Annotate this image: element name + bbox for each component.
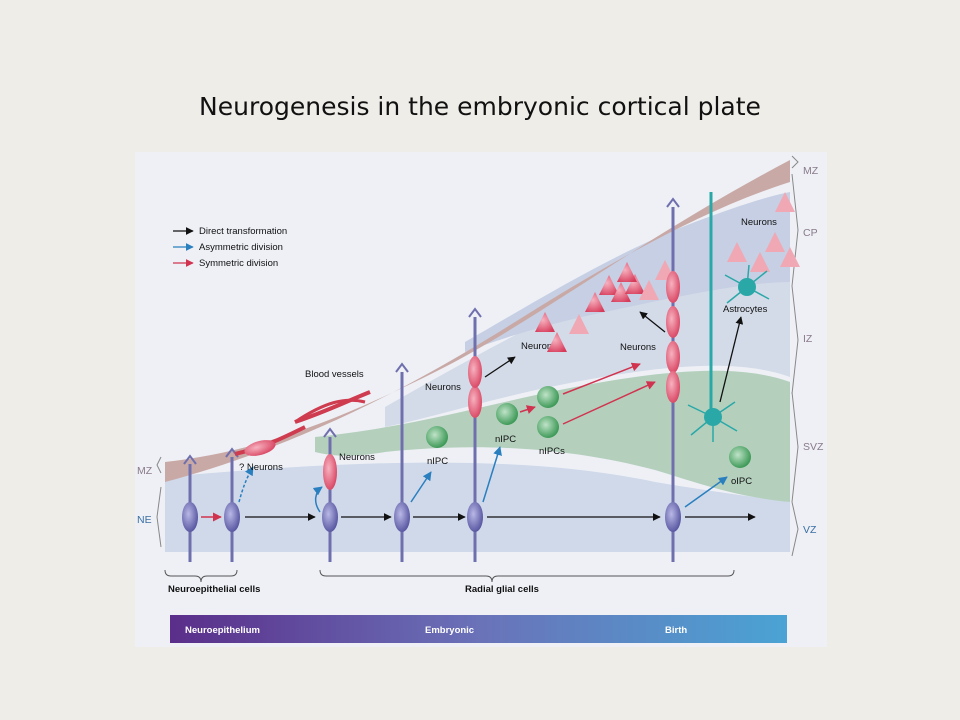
label-blood-vessels: Blood vessels (305, 369, 364, 380)
nipcs-cell-1 (537, 386, 559, 408)
radial-glial-cell-4 (665, 197, 681, 562)
brace-radial-glial (319, 569, 735, 583)
zone-left-mz: MZ (137, 465, 153, 477)
label-nipc-2: nIPC (495, 434, 516, 445)
arrow-rg3-nipc (482, 446, 502, 503)
label-neurons-4: Neurons (620, 342, 656, 353)
timeline-embryonic: Embryonic (425, 625, 474, 636)
legend-symmetric-label: Symmetric division (199, 258, 278, 269)
arrow-nipcs-neurons-1 (562, 362, 641, 395)
neurogenesis-figure: MZ NE MZ CP IZ SVZ VZ Direct transformat… (135, 152, 827, 647)
timeline-bar (170, 615, 787, 643)
arrow-rg1-asym (312, 486, 323, 513)
brace-neuroepithelial (164, 569, 238, 583)
arrow-nipcs-neurons-2 (562, 381, 656, 425)
label-q-neurons: ? Neurons (239, 462, 283, 473)
left-brackets (156, 456, 162, 548)
nipc-cell-1 (426, 426, 448, 448)
label-neuroepithelial: Neuroepithelial cells (168, 584, 260, 595)
zone-svz: SVZ (803, 441, 824, 453)
label-neurons-1: Neurons (339, 452, 375, 463)
zone-vz: VZ (803, 524, 817, 536)
arrow-ne-neurons-dashed (238, 466, 254, 503)
cp-neurons (535, 192, 800, 352)
arrow-nipc-sym (519, 405, 536, 414)
arrow-rg2-nipc (410, 471, 432, 503)
label-nipcs: nIPCs (539, 446, 565, 457)
nipcs-cell-2 (537, 416, 559, 438)
radial-glial-cell-3 (467, 307, 483, 562)
arrow-rg3-neurons (484, 356, 516, 378)
label-oipc: oIPC (731, 476, 752, 487)
label-neurons-2: Neurons (425, 382, 461, 393)
neuroepithelial-cell-1 (182, 454, 198, 562)
zone-mz: MZ (803, 165, 819, 177)
legend-asymmetric-label: Asymmetric division (199, 242, 283, 253)
iz-band (385, 252, 790, 427)
astrocyte-2 (687, 401, 738, 442)
arrow-rg4-neurons (639, 311, 666, 333)
label-neurons-5: Neurons (741, 217, 777, 228)
timeline-birth: Birth (665, 625, 687, 636)
zone-cp: CP (803, 227, 818, 239)
label-nipc-1: nIPC (427, 456, 448, 467)
legend: Direct transformation Asymmetric divisio… (173, 226, 287, 269)
timeline-neuroepithelium: Neuroepithelium (185, 625, 260, 636)
right-brackets (791, 155, 799, 557)
arrow-to-astrocytes (719, 316, 744, 403)
blood-vessels (234, 390, 371, 456)
diagram-canvas: MZ NE MZ CP IZ SVZ VZ Direct transformat… (135, 152, 827, 647)
arrow-to-oipc (684, 476, 728, 508)
radial-glial-cell-2 (394, 362, 410, 562)
label-neurons-3: Neurons (521, 341, 557, 352)
zone-iz: IZ (803, 333, 813, 345)
astrocyte-1 (724, 264, 770, 304)
radial-glial-cell-1 (322, 427, 338, 562)
nipc-cell-2 (496, 403, 518, 425)
zone-left-ne: NE (137, 514, 152, 526)
label-radial-glial: Radial glial cells (465, 584, 539, 595)
legend-direct-label: Direct transformation (199, 226, 287, 237)
label-astrocytes: Astrocytes (723, 304, 768, 315)
slide-title: Neurogenesis in the embryonic cortical p… (199, 92, 761, 121)
oipc-cell (729, 446, 751, 468)
neuroepithelial-cell-2 (224, 447, 240, 562)
